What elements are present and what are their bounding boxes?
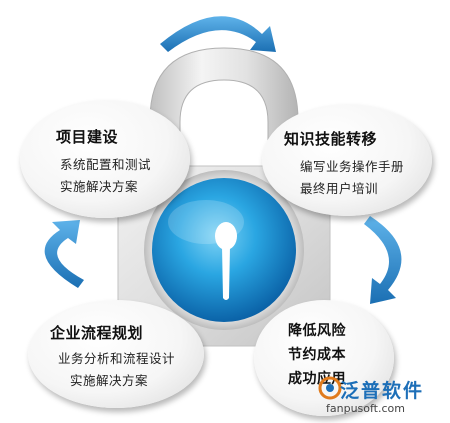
project-building-bubble: 项目建设 系统配置和测试 实施解决方案 <box>20 100 190 218</box>
bubble-line: 成功应用 <box>288 371 346 387</box>
brand-url: fanpusoft.com <box>326 402 405 415</box>
bubble-line: 降低风险 <box>288 323 346 339</box>
brand-logo-icon <box>318 376 342 400</box>
brand-name: 泛普软件 <box>340 380 425 402</box>
cycle-arrow-icon <box>160 16 276 53</box>
keyhole-icon <box>215 222 237 300</box>
bubble-line: 实施解决方案 <box>60 179 139 194</box>
knowledge-transfer-bubble: 知识技能转移 编写业务操作手册 最终用户培训 <box>262 104 432 216</box>
bubble-line: 编写业务操作手册 <box>300 159 405 174</box>
bubble-line: 实施解决方案 <box>70 373 149 388</box>
process-planning-bubble: 企业流程规划 业务分析和流程设计 实施解决方案 <box>28 300 204 408</box>
cycle-arrow-icon <box>44 220 84 288</box>
cycle-arrow-icon <box>364 216 402 304</box>
bubble-title: 项目建设 <box>56 128 119 146</box>
bubble-title: 知识技能转移 <box>284 130 378 148</box>
bubble-title: 企业流程规划 <box>50 324 144 342</box>
brand-watermark: 泛普软件 fanpusoft.com <box>318 374 448 420</box>
bubble-line: 节约成本 <box>288 347 346 363</box>
bubble-line: 最终用户培训 <box>300 181 379 196</box>
bubble-line: 业务分析和流程设计 <box>58 351 176 366</box>
bubble-line: 系统配置和测试 <box>60 157 152 172</box>
